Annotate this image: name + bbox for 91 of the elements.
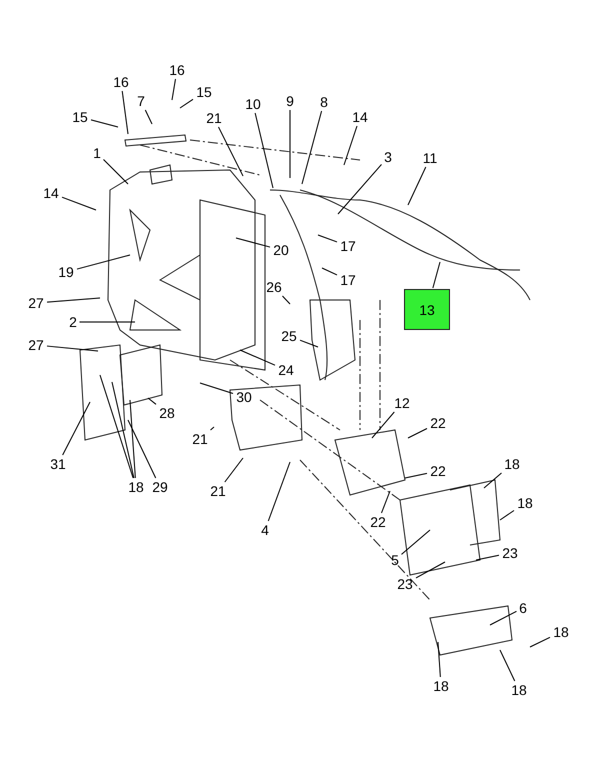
leader-line	[408, 428, 428, 438]
callout-number: 27	[26, 295, 46, 311]
leader-line	[62, 196, 96, 210]
highlighted-callout-box: 13	[404, 289, 450, 330]
leader-line	[240, 350, 276, 366]
callout-number: 28	[157, 405, 177, 421]
leader-line	[90, 119, 118, 128]
leader-line	[100, 374, 134, 478]
callout-number: 1	[92, 145, 102, 161]
callout-number: 15	[194, 84, 214, 100]
callout-number: 15	[70, 109, 90, 125]
callout-number: 17	[338, 272, 358, 288]
leader-line	[476, 554, 500, 560]
callout-number: 25	[279, 328, 299, 344]
leader-line	[380, 490, 390, 514]
callout-number: 18	[502, 456, 522, 472]
leader-line	[112, 382, 134, 478]
leader-line	[404, 472, 428, 478]
leader-line	[122, 90, 128, 134]
leader-line	[254, 112, 274, 188]
callout-number: 4	[260, 522, 270, 538]
callout-number: 21	[204, 110, 224, 126]
callout-number: 18	[509, 682, 529, 698]
leader-line	[62, 402, 90, 456]
callout-number: 16	[167, 62, 187, 78]
callout-number: 20	[271, 242, 291, 258]
callout-number: 18	[515, 495, 535, 511]
callout-number: 26	[264, 279, 284, 295]
leader-line	[530, 636, 550, 648]
callout-number: 14	[41, 185, 61, 201]
callout-number: 29	[150, 479, 170, 495]
leader-line	[372, 412, 395, 438]
callout-number: 21	[208, 483, 228, 499]
leader-line	[484, 472, 502, 488]
callout-number: 5	[390, 552, 400, 568]
leader-line	[46, 298, 100, 303]
callout-number: 22	[428, 415, 448, 431]
callout-number: 31	[48, 456, 68, 472]
callout-number: 23	[500, 545, 520, 561]
leader-line	[218, 126, 244, 176]
callout-number: 11	[420, 150, 440, 166]
leader-line	[46, 346, 98, 352]
leader-line	[318, 234, 338, 242]
callout-number: 24	[276, 362, 296, 378]
leader-line	[401, 530, 430, 555]
leader-line	[282, 296, 290, 304]
callout-number: 30	[234, 389, 254, 405]
callout-number: 27	[26, 337, 46, 353]
leader-line	[408, 166, 426, 206]
leader-line	[302, 110, 322, 184]
leader-line	[103, 159, 128, 184]
leader-line	[344, 126, 358, 166]
callout-number: 6	[518, 600, 528, 616]
leader-line	[128, 420, 156, 478]
leader-line	[500, 650, 516, 682]
leader-line	[200, 382, 234, 394]
leader-line	[172, 78, 176, 100]
callout-number: 19	[56, 264, 76, 280]
callout-number: 22	[428, 463, 448, 479]
leader-line	[224, 458, 244, 482]
callout-number: 17	[338, 238, 358, 254]
callout-number: 18	[551, 624, 571, 640]
leader-line	[338, 164, 382, 214]
leader-line	[180, 98, 194, 108]
callout-number: 8	[318, 94, 330, 110]
leader-line	[268, 462, 290, 522]
leader-line	[144, 110, 152, 124]
leader-line	[300, 340, 318, 348]
leader-line	[322, 268, 338, 276]
leader-line	[500, 510, 514, 520]
callout-number: 2	[68, 314, 78, 330]
callout-number: 16	[111, 74, 131, 90]
leader-line	[236, 238, 270, 248]
leader-line	[130, 400, 136, 478]
leader-line	[148, 398, 156, 405]
callout-number: 10	[243, 96, 263, 112]
callout-number: 22	[368, 514, 388, 530]
callout-number: 3	[382, 149, 394, 165]
callout-number: 7	[136, 93, 146, 109]
leader-line	[210, 426, 214, 430]
leader-line	[438, 642, 441, 678]
leader-line	[416, 562, 446, 578]
callout-number: 14	[350, 109, 370, 125]
callout-number: 23	[395, 576, 415, 592]
callout-number: 18	[431, 678, 451, 694]
callout-number: 18	[126, 479, 146, 495]
leader-line	[432, 262, 440, 288]
leader-line	[76, 254, 130, 270]
callout-number: 12	[392, 395, 412, 411]
callout-number: 9	[284, 93, 296, 109]
callout-number: 21	[190, 431, 210, 447]
